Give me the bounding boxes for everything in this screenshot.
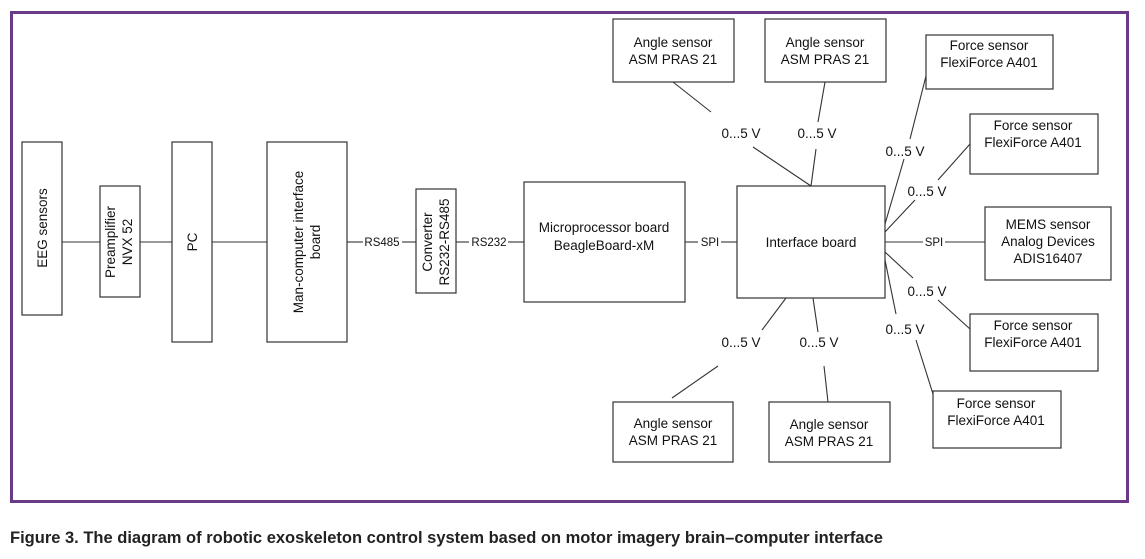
pc-node: PC (171, 141, 213, 343)
angle-sensor-bottom-right-label-1: Angle sensor (790, 417, 869, 432)
wire-force-2 (884, 199, 916, 233)
mems-sensor-label-1: MEMS sensor (1006, 217, 1091, 232)
microprocessor-board-label-1: Microprocessor board (539, 220, 670, 235)
force-sensor-1-label-1: Force sensor (950, 38, 1029, 53)
block-diagram: RS485 RS232 SPI SPI 0...5 V 0...5 V 0...… (21, 18, 1112, 463)
wire-force-1-b (909, 75, 927, 140)
connections (62, 75, 985, 403)
man-computer-interface-label-1: Man-computer interface (291, 171, 306, 314)
man-computer-interface-label-2: board (308, 225, 323, 260)
angle-sensor-bottom-right-node: Angle sensor ASM PRAS 21 (768, 401, 891, 463)
force-sensor-1-node: Force sensor FlexiForce A401 (925, 34, 1054, 90)
wire-force-3-b (937, 299, 971, 330)
preamplifier-node: Preamplifier NVX 52 (99, 185, 141, 298)
microprocessor-board-label-2: BeagleBoard-xM (554, 238, 655, 253)
force-sensor-3-node: Force sensor FlexiForce A401 (969, 313, 1099, 372)
wire-force-2-b (937, 143, 971, 181)
force-sensor-2-node: Force sensor FlexiForce A401 (969, 113, 1099, 175)
label-volt-angle-br: 0...5 V (799, 335, 838, 350)
wire-force-4-b (915, 339, 934, 395)
figure-caption: Figure 3. The diagram of robotic exoskel… (10, 529, 883, 547)
force-sensor-2-label-1: Force sensor (994, 118, 1073, 133)
mems-sensor-node: MEMS sensor Analog Devices ADIS16407 (984, 206, 1112, 281)
angle-sensor-bottom-right-label-2: ASM PRAS 21 (785, 434, 874, 449)
angle-sensor-top-right-node: Angle sensor ASM PRAS 21 (764, 18, 887, 83)
wire-force-1 (884, 158, 905, 225)
force-sensor-1-label-2: FlexiForce A401 (940, 55, 1038, 70)
angle-sensor-bottom-left-label-2: ASM PRAS 21 (629, 433, 718, 448)
converter-node: Converter RS232-RS485 (415, 188, 457, 294)
force-sensor-3-label-2: FlexiForce A401 (984, 335, 1082, 350)
angle-sensor-bottom-left-node: Angle sensor ASM PRAS 21 (612, 401, 734, 463)
converter-label-2: RS232-RS485 (437, 198, 452, 285)
label-rs485: RS485 (364, 237, 399, 249)
wire-force-3 (884, 251, 914, 279)
wire-angle-bl (761, 297, 787, 331)
force-sensor-2-label-2: FlexiForce A401 (984, 135, 1082, 150)
label-rs232: RS232 (471, 237, 506, 249)
force-sensor-4-label-1: Force sensor (957, 396, 1036, 411)
figure-frame: RS485 RS232 SPI SPI 0...5 V 0...5 V 0...… (10, 11, 1129, 503)
label-spi-mems: SPI (925, 237, 944, 249)
label-volt-force-1: 0...5 V (885, 144, 924, 159)
preamplifier-label-2: NVX 52 (120, 219, 135, 266)
pc-label: PC (185, 232, 200, 251)
angle-sensor-top-right-label-2: ASM PRAS 21 (781, 52, 870, 67)
force-sensor-4-node: Force sensor FlexiForce A401 (932, 390, 1062, 449)
angle-sensor-top-right-label-1: Angle sensor (786, 35, 865, 50)
mems-sensor-label-3: ADIS16407 (1013, 251, 1082, 266)
man-computer-interface-node: Man-computer interface board (266, 141, 348, 343)
wire-angle-tr (817, 81, 826, 123)
force-sensor-4-label-2: FlexiForce A401 (947, 413, 1045, 428)
label-volt-force-4: 0...5 V (885, 322, 924, 337)
label-volt-angle-tl: 0...5 V (721, 126, 760, 141)
interface-board-node: Interface board (736, 185, 886, 299)
label-volt-angle-tr: 0...5 V (797, 126, 836, 141)
label-volt-force-2: 0...5 V (907, 184, 946, 199)
wire-angle-bl-b (671, 365, 719, 399)
wire-angle-br (812, 297, 819, 333)
angle-sensor-top-left-label-2: ASM PRAS 21 (629, 52, 718, 67)
angle-sensor-top-left-node: Angle sensor ASM PRAS 21 (612, 18, 735, 83)
eeg-sensors-node: EEG sensors (21, 141, 63, 316)
label-volt-force-3: 0...5 V (907, 284, 946, 299)
converter-label-1: Converter (420, 212, 435, 272)
preamplifier-label-1: Preamplifier (103, 205, 118, 278)
mems-sensor-label-2: Analog Devices (1001, 234, 1095, 249)
wire-angle-tl-b (752, 146, 812, 187)
wire-angle-tr-b (810, 148, 817, 187)
interface-board-label: Interface board (766, 235, 857, 250)
wire-angle-br-b (823, 365, 829, 403)
label-volt-angle-bl: 0...5 V (721, 335, 760, 350)
label-spi-mpu: SPI (701, 237, 720, 249)
angle-sensor-top-left-label-1: Angle sensor (634, 35, 713, 50)
wire-force-4 (884, 259, 897, 315)
microprocessor-board-node: Microprocessor board BeagleBoard-xM (523, 181, 686, 303)
wire-angle-tl (672, 81, 712, 113)
eeg-sensors-label: EEG sensors (35, 188, 50, 268)
angle-sensor-bottom-left-label-1: Angle sensor (634, 416, 713, 431)
force-sensor-3-label-1: Force sensor (994, 318, 1073, 333)
